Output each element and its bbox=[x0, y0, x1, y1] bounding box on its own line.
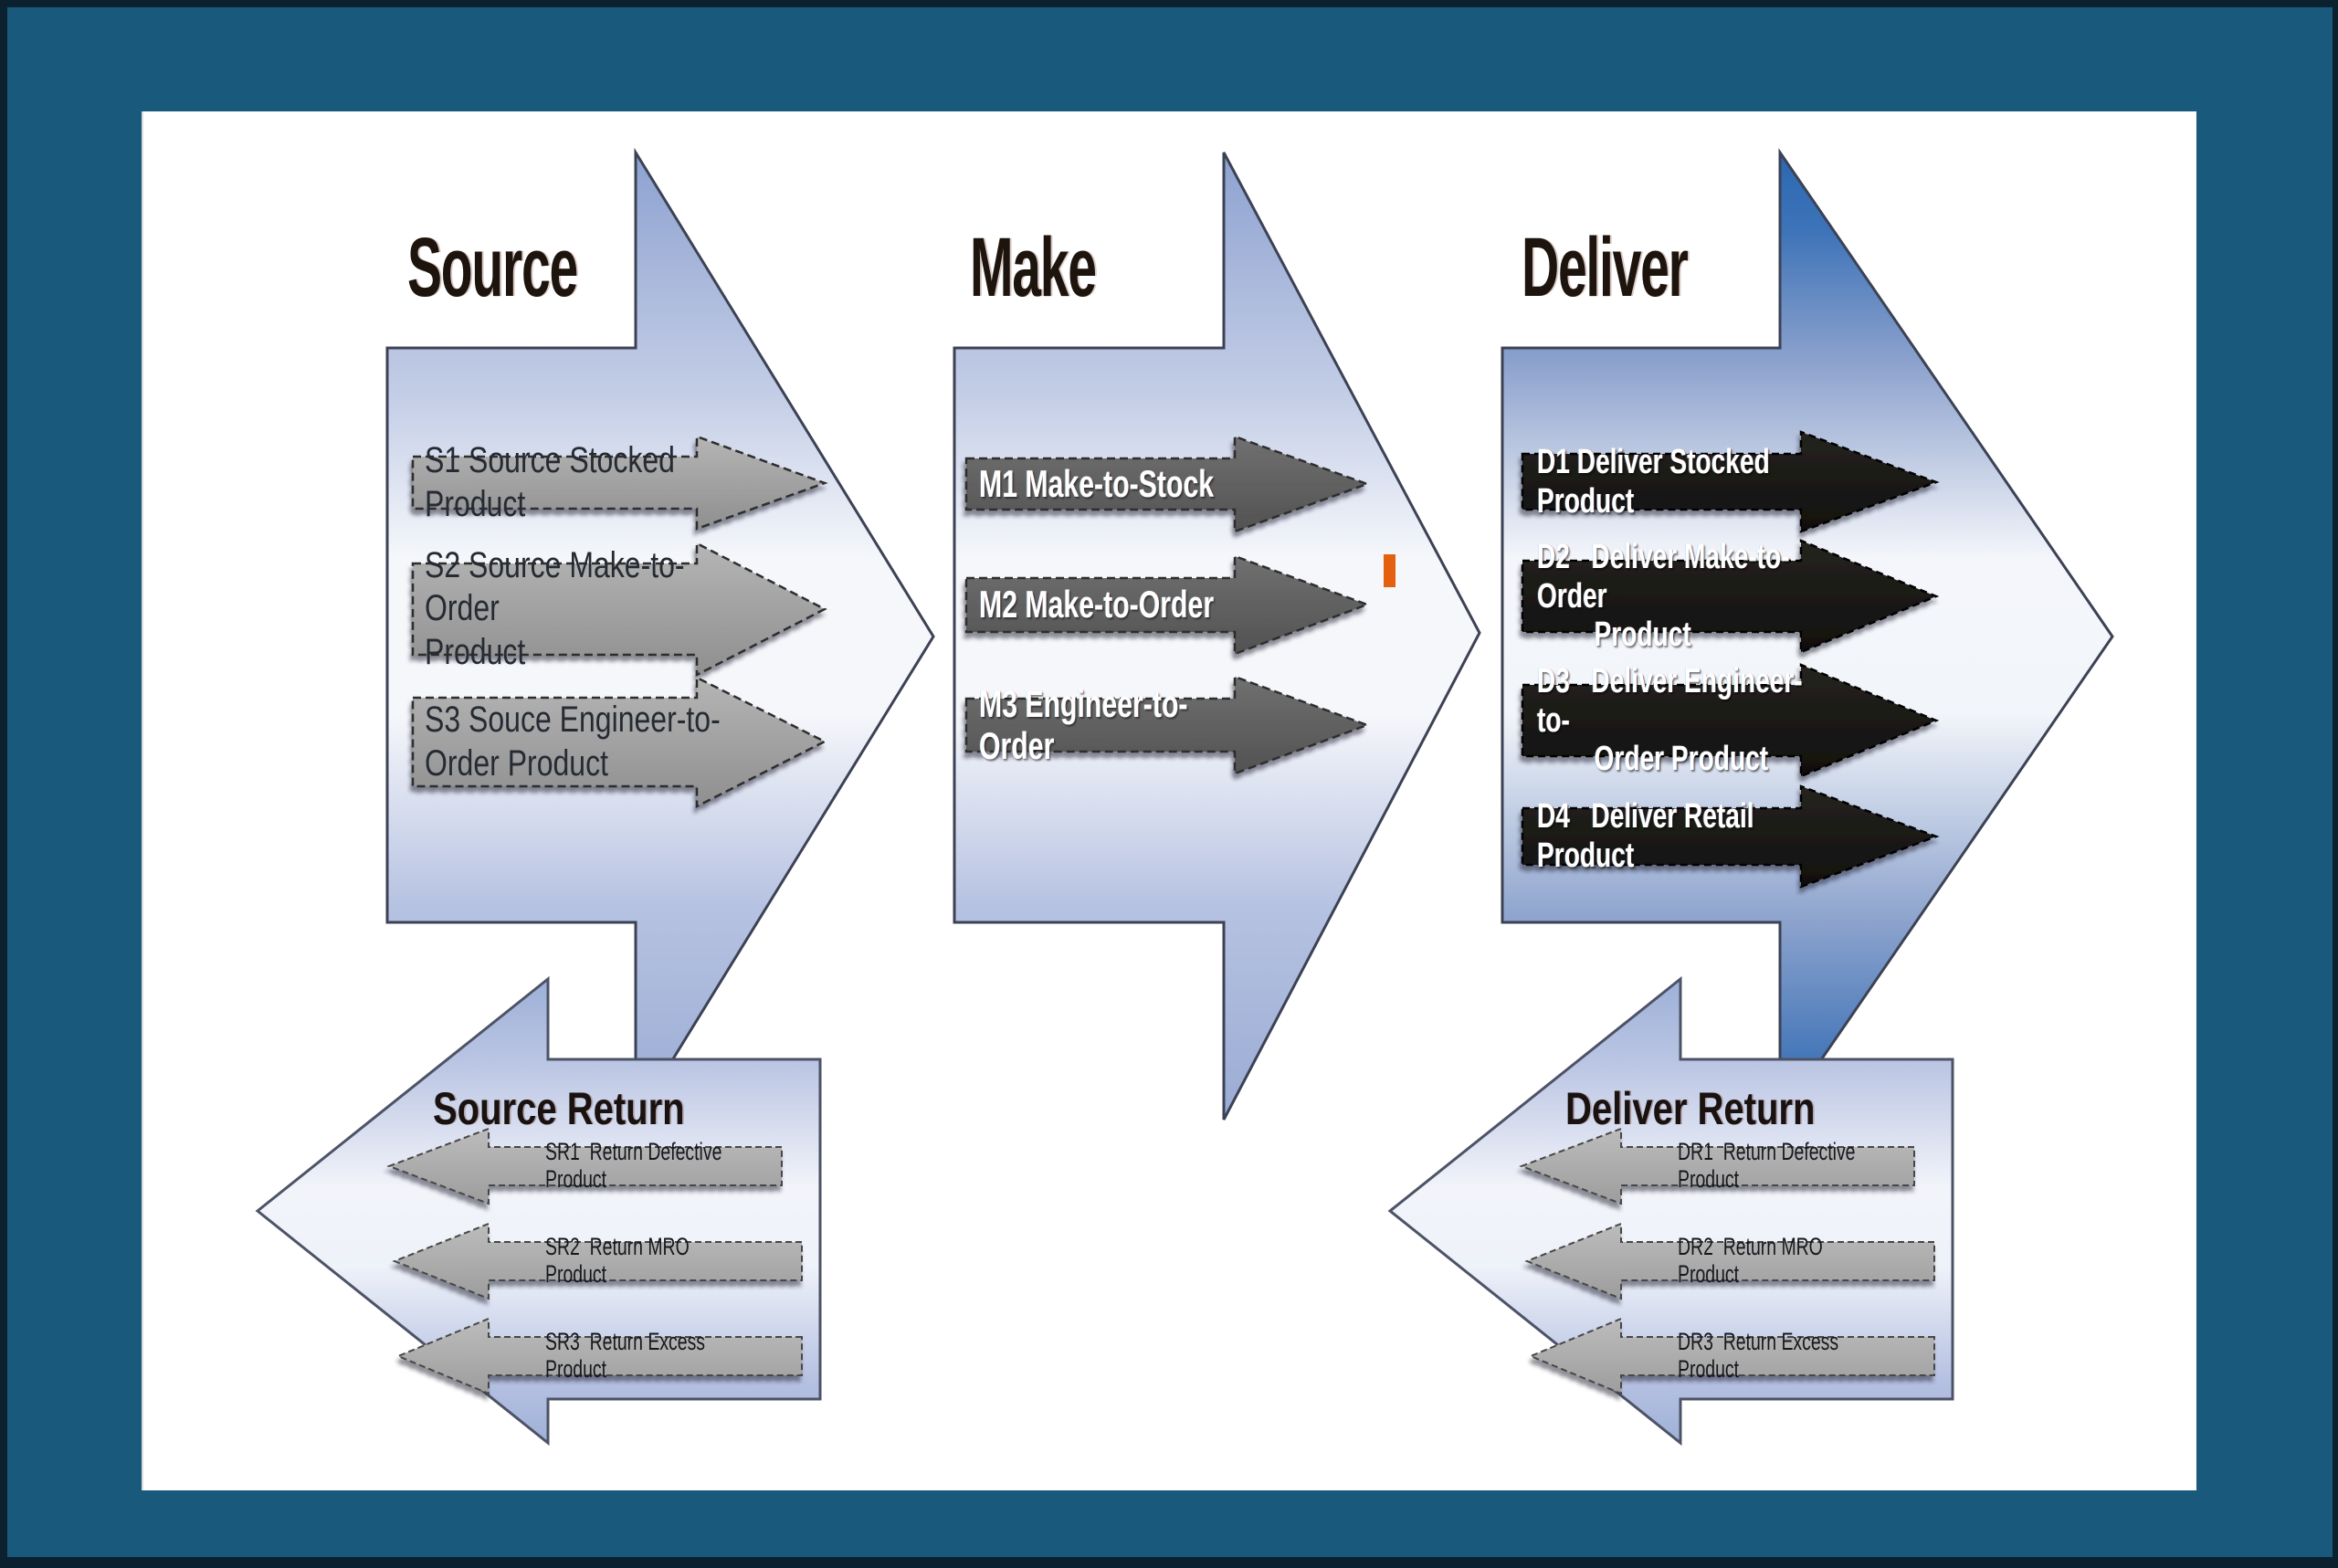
s3-arrow-shape bbox=[411, 675, 827, 809]
sr1-arrow-shape bbox=[386, 1127, 783, 1205]
sr3-arrow-shape bbox=[395, 1317, 803, 1395]
make-arrow-shape bbox=[953, 152, 1481, 1121]
dr3-arrow-shape bbox=[1528, 1317, 1935, 1395]
source-return-shape bbox=[255, 975, 822, 1447]
d2-arrow-shape bbox=[1521, 539, 1940, 654]
d1-arrow-shape bbox=[1521, 430, 1940, 533]
d4-arrow-shape bbox=[1521, 784, 1940, 889]
deliver-return-shape bbox=[1387, 975, 1954, 1447]
m3-arrow-shape bbox=[964, 675, 1371, 775]
sr2-arrow-shape bbox=[392, 1222, 803, 1300]
m1-arrow-shape bbox=[964, 435, 1371, 533]
s1-arrow-shape bbox=[411, 435, 828, 531]
dr2-arrow-shape bbox=[1524, 1222, 1935, 1300]
d3-arrow-shape bbox=[1521, 663, 1940, 778]
orange-marker bbox=[1384, 554, 1395, 587]
s2-arrow-shape bbox=[411, 541, 827, 678]
dr1-arrow-shape bbox=[1519, 1127, 1915, 1205]
m2-arrow-shape bbox=[964, 554, 1371, 656]
